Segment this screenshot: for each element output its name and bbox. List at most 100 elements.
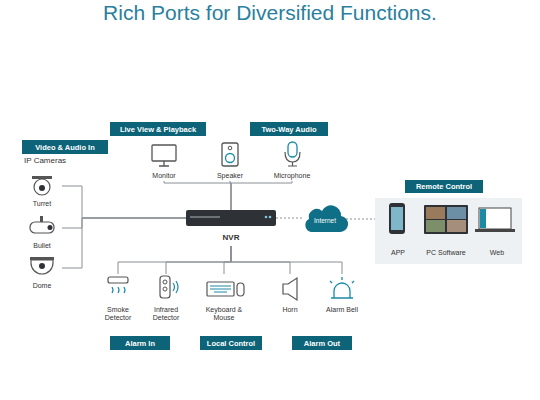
dome-body: [31, 260, 53, 274]
remote-panel-node: Remote ControlAPPPC SoftwareWeb: [375, 180, 522, 264]
keyboard-keys: [210, 286, 231, 292]
node-label: Bullet: [22, 242, 62, 250]
laptop-base: [475, 229, 515, 232]
connector-line: [231, 181, 292, 210]
nvr-led: [265, 216, 268, 219]
pc-screen: [426, 220, 445, 232]
connector-line: [62, 186, 186, 218]
monitor-stand: [159, 161, 169, 166]
device-node: Microphone: [264, 140, 320, 181]
bullet-body: [30, 222, 54, 233]
speaker-tweeter: [228, 146, 232, 150]
node-label: Alarm Out: [304, 339, 340, 348]
connector-line: [62, 218, 186, 268]
pc-screen: [426, 207, 445, 219]
node-label: Turret: [22, 200, 62, 208]
turret-lens: [39, 185, 45, 191]
smoke-waves: [112, 287, 125, 293]
cloud-node: Internet: [304, 206, 346, 232]
device-node: Horn: [270, 274, 310, 326]
infrared-sensor: [163, 280, 167, 284]
remote-panel: [375, 198, 522, 264]
node-label: Monitor: [140, 172, 188, 180]
diagram-title: Rich Ports for Diversified Functions.: [0, 1, 540, 25]
section-header: Video & Audio In: [22, 140, 108, 154]
node-label: Infrared Detector: [143, 306, 189, 322]
speaker-cone: [226, 154, 235, 163]
node-label: Two-Way Audio: [261, 125, 316, 134]
keyboard-icon: [207, 282, 234, 296]
bullet-mount: [40, 216, 43, 222]
nvr-node: NVR: [186, 210, 276, 246]
phone-screen: [391, 207, 403, 230]
client-node: Web: [474, 202, 520, 262]
infrared-detector-icon: [160, 276, 170, 298]
node-label: Live View & Playback: [120, 125, 196, 134]
node-label: Internet: [314, 217, 336, 225]
connector-line: [118, 246, 231, 274]
nvr-strip: [190, 216, 220, 218]
device-node: Infrared Detector: [143, 274, 189, 326]
node-label: Dome: [22, 282, 62, 290]
camera-node: Turret: [22, 172, 62, 210]
speaker-icon: [222, 143, 238, 166]
node-label: Keyboard & Mouse: [198, 306, 250, 322]
bullet-lens: [48, 225, 53, 230]
device-node: Smoke Detector: [96, 274, 140, 326]
device-node: Speaker: [206, 140, 254, 181]
dome-lens: [39, 263, 45, 269]
device-node: Monitor: [140, 140, 188, 181]
camera-node: Bullet: [22, 214, 62, 252]
node-label: Alarm Bell: [320, 306, 364, 314]
section-header: Alarm In: [110, 336, 170, 350]
node-label: Video & Audio In: [35, 143, 95, 152]
infrared-waves: [173, 281, 178, 293]
microphone-stand: [285, 152, 300, 166]
connector-line: [346, 219, 375, 220]
connector-line: [230, 181, 231, 210]
node-label: Horn: [270, 306, 310, 314]
camera-node: Dome: [22, 254, 62, 292]
node-label: PC Software: [418, 249, 474, 257]
node-label: Web: [474, 249, 520, 257]
device-node: Alarm Bell: [320, 274, 364, 326]
connector-line: [164, 181, 231, 210]
section-header: Remote Control: [405, 180, 483, 193]
connector-line: [276, 218, 304, 219]
connector-line: [231, 246, 342, 274]
connector-line: [231, 246, 290, 274]
laptop-sidebar: [480, 209, 486, 228]
internet-cloud: [305, 205, 348, 232]
mouse-icon: [237, 283, 244, 296]
microphone-icon: [288, 142, 297, 157]
horn-icon: [283, 278, 297, 300]
infrared-sensor: [163, 287, 167, 291]
connector-line: [224, 246, 231, 274]
alarm-bell-icon: [330, 277, 354, 298]
monitor-icon: [152, 145, 176, 161]
section-header: Two-Way Audio: [250, 122, 328, 136]
node-label: Smoke Detector: [96, 306, 140, 322]
pc-screen: [447, 220, 466, 232]
turret-ball: [34, 179, 50, 195]
laptop-screen: [479, 208, 511, 229]
pc-screen: [447, 207, 466, 219]
pc-icon: [424, 205, 468, 234]
section-header: Local Control: [200, 336, 262, 350]
node-label: Local Control: [207, 339, 255, 348]
connector-line: [166, 246, 231, 274]
connector-line: [62, 218, 186, 228]
node-label: Alarm In: [125, 339, 155, 348]
node-label: NVR: [186, 234, 276, 242]
section-header: Alarm Out: [292, 336, 352, 350]
nvr-led: [269, 216, 272, 219]
section-header: Live View & Playback: [110, 122, 206, 136]
group-label: IP Cameras: [24, 156, 66, 166]
node-label: APP: [378, 249, 418, 257]
client-node: PC Software: [418, 202, 474, 262]
client-node: APP: [378, 202, 418, 262]
node-label: Microphone: [264, 172, 320, 180]
